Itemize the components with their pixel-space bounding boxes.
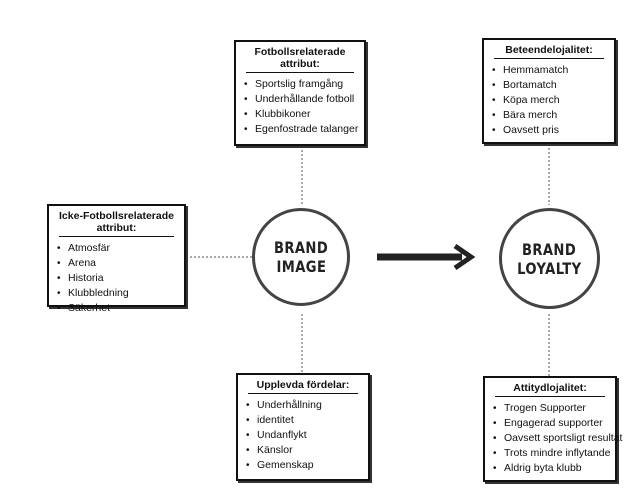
list-item: Oavsett sportsligt resultat: [493, 431, 622, 446]
list-item: Undanflykt: [246, 428, 362, 443]
list-item: Känslor: [246, 443, 362, 458]
box-title: Beteendelojalitet:: [494, 44, 604, 59]
box-behavioral-loyalty: Beteendelojalitet: Hemmamatch Bortamatch…: [482, 38, 616, 144]
circle-label-line: BRAND: [273, 238, 329, 257]
box-title: Icke-Fotbollsrelaterade attribut:: [59, 210, 174, 237]
list-item: Klubbikoner: [244, 107, 358, 122]
list-item: Arena: [57, 256, 178, 271]
item-list: Hemmamatch Bortamatch Köpa merch Bära me…: [490, 63, 608, 138]
item-list: Sportslig framgång Underhållande fotboll…: [242, 77, 358, 137]
list-item: Egenfostrade talanger: [244, 122, 358, 137]
list-item: Bära merch: [492, 108, 608, 123]
box-non-football-attributes: Icke-Fotbollsrelaterade attribut: Atmosf…: [47, 204, 186, 314]
list-item: Oavsett pris: [492, 123, 608, 138]
list-item: Atmosfär: [57, 241, 178, 256]
list-item: Underhållande fotboll: [244, 92, 358, 107]
list-item: Trots mindre inflytande: [493, 446, 610, 461]
item-list: Underhållning identitet Undanflykt Känsl…: [244, 398, 362, 473]
list-item: Klubbledning: [57, 286, 178, 301]
box-football-attributes: Fotbollsrelaterade attribut: Sportslig f…: [234, 40, 366, 146]
list-item: Trogen Supporter: [493, 401, 609, 416]
list-item: Bortamatch: [492, 78, 608, 93]
circle-label-line: IMAGE: [276, 257, 326, 276]
list-item: Säkerhet: [57, 301, 178, 316]
box-title: Fotbollsrelaterade attribut:: [246, 46, 354, 73]
brand-image-circle: BRAND IMAGE: [252, 208, 350, 306]
list-item: Sportslig framgång: [244, 77, 358, 92]
circle-label-line: BRAND: [522, 239, 577, 259]
box-attitudinal-loyalty: Attitydlojalitet: Trogen Supporter Engag…: [483, 376, 622, 482]
list-item: Hemmamatch: [492, 63, 608, 78]
list-item: Aldrig byta klubb: [493, 461, 609, 476]
list-item: identitet: [246, 413, 362, 428]
list-item: Historia: [57, 271, 178, 286]
box-title: Attitydlojalitet:: [495, 382, 605, 397]
brand-loyalty-circle: BRAND LOYALTY: [499, 208, 600, 309]
circle-label-line: LOYALTY: [517, 258, 582, 278]
box-perceived-benefits: Upplevda fördelar: Underhållning identit…: [236, 373, 370, 481]
item-list: Atmosfär Arena Historia Klubbledning Säk…: [55, 241, 178, 316]
list-item: Engagerad supporter: [493, 416, 609, 431]
arrow-right-icon: [377, 243, 476, 271]
list-item: Gemenskap: [246, 458, 362, 473]
list-item: Underhållning: [246, 398, 362, 413]
box-title: Upplevda fördelar:: [248, 379, 358, 394]
item-list: Trogen Supporter Engagerad supporter Oav…: [491, 401, 622, 476]
list-item: Köpa merch: [492, 93, 608, 108]
